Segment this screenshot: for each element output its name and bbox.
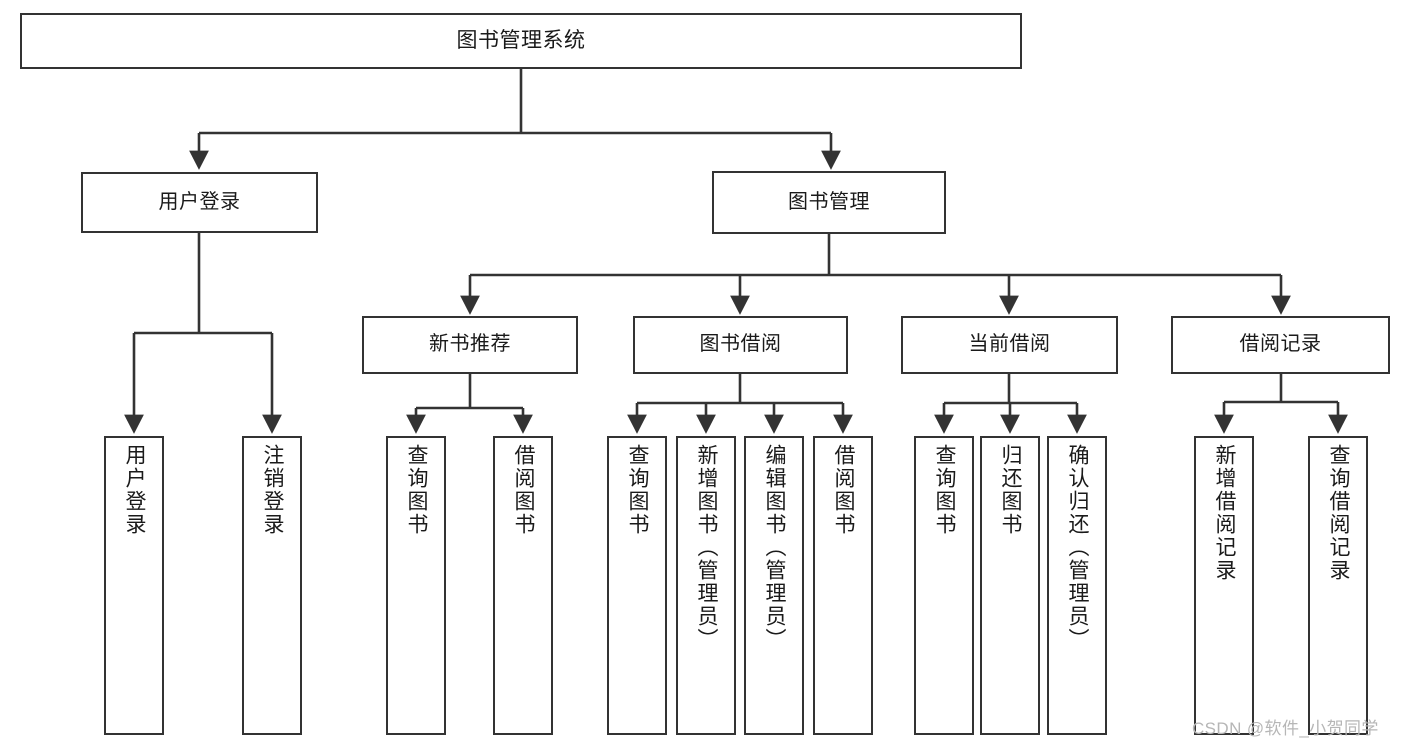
leaf-borrow-record-add-record[interactable]: 新增借阅记录	[1194, 436, 1254, 735]
node-label: 图书借阅	[699, 333, 782, 356]
node-label: 查询图书	[933, 444, 957, 536]
node-label: 归还图书	[999, 444, 1023, 536]
node-label: 图书管理系统	[456, 28, 586, 52]
node-user-login[interactable]: 用户登录	[81, 172, 318, 233]
leaf-current-borrow-return-book[interactable]: 归还图书	[980, 436, 1040, 735]
node-book-borrow[interactable]: 图书借阅	[633, 316, 848, 374]
node-borrow-record[interactable]: 借阅记录	[1171, 316, 1390, 374]
node-new-book-recommend[interactable]: 新书推荐	[362, 316, 578, 374]
node-label: 新书推荐	[429, 333, 511, 356]
node-label: 用户登录	[158, 190, 241, 213]
node-label: 查询图书	[405, 444, 429, 536]
node-label: 当前借阅	[968, 333, 1051, 356]
node-current-borrow[interactable]: 当前借阅	[901, 316, 1118, 374]
leaf-new-book-query-book[interactable]: 查询图书	[386, 436, 446, 735]
node-label: 借阅图书	[832, 444, 856, 536]
node-book-management[interactable]: 图书管理	[712, 171, 946, 234]
leaf-book-borrow-borrow-book[interactable]: 借阅图书	[813, 436, 873, 735]
node-label: 用户登录	[123, 444, 147, 536]
leaf-book-borrow-add-book-admin[interactable]: 新增图书（管理员）	[676, 436, 736, 735]
node-root-book-management-system[interactable]: 图书管理系统	[20, 13, 1022, 69]
node-label: 查询借阅记录	[1327, 444, 1351, 582]
leaf-current-borrow-confirm-return-admin[interactable]: 确认归还（管理员）	[1047, 436, 1107, 735]
leaf-current-borrow-query-book[interactable]: 查询图书	[914, 436, 974, 735]
node-label: 注销登录	[261, 444, 285, 536]
node-label: 图书管理	[788, 190, 870, 213]
leaf-user-login-logout[interactable]: 注销登录	[242, 436, 302, 735]
leaf-borrow-record-query-record[interactable]: 查询借阅记录	[1308, 436, 1368, 735]
node-label: 新增图书（管理员）	[695, 444, 719, 651]
node-label: 借阅记录	[1239, 333, 1322, 356]
node-label: 编辑图书（管理员）	[763, 444, 787, 651]
leaf-book-borrow-edit-book-admin[interactable]: 编辑图书（管理员）	[744, 436, 804, 735]
node-label: 借阅图书	[512, 444, 536, 536]
leaf-book-borrow-query-book[interactable]: 查询图书	[607, 436, 667, 735]
node-label: 新增借阅记录	[1213, 444, 1237, 582]
node-label: 确认归还（管理员）	[1066, 444, 1090, 651]
leaf-user-login-login[interactable]: 用户登录	[104, 436, 164, 735]
node-label: 查询图书	[626, 444, 650, 536]
leaf-new-book-borrow-book[interactable]: 借阅图书	[493, 436, 553, 735]
